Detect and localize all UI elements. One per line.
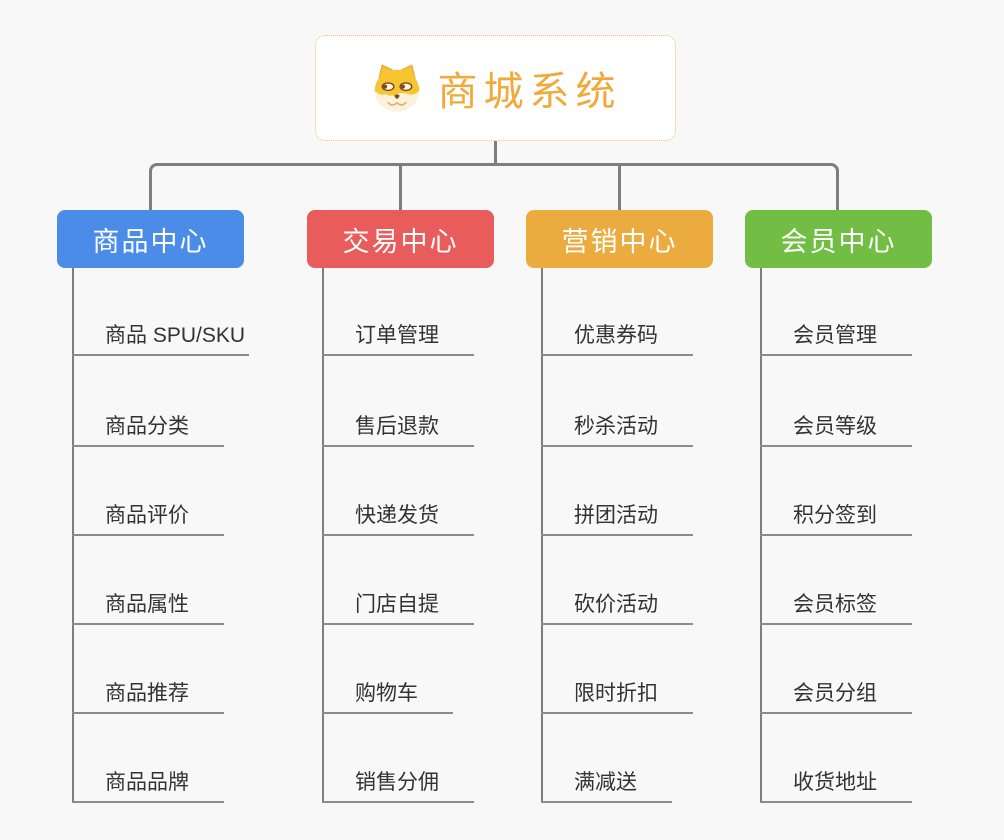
branch-node-product-center[interactable]: 商品中心 — [57, 210, 244, 268]
branch-node-member-center[interactable]: 会员中心 — [745, 210, 932, 268]
leaf-node[interactable]: 拼团活动 — [541, 503, 693, 536]
connector-drop-line — [618, 166, 621, 210]
leaf-node[interactable]: 商品分类 — [72, 414, 224, 447]
connector-root-drop-line — [494, 141, 497, 164]
leaf-node[interactable]: 砍价活动 — [541, 592, 693, 625]
leaf-node[interactable]: 商品属性 — [72, 592, 224, 625]
root-node[interactable]: 商城系统 — [315, 35, 676, 141]
branch-node-trade-center[interactable]: 交易中心 — [307, 210, 494, 268]
leaf-node[interactable]: 满减送 — [541, 770, 672, 803]
dog-face-icon — [370, 63, 424, 113]
leaf-node[interactable]: 会员管理 — [760, 323, 912, 356]
leaf-node[interactable]: 会员标签 — [760, 592, 912, 625]
leaf-node[interactable]: 会员等级 — [760, 414, 912, 447]
leaf-node[interactable]: 门店自提 — [322, 592, 474, 625]
connector-top-bar — [149, 163, 839, 210]
leaf-node[interactable]: 优惠券码 — [541, 323, 693, 356]
leaf-node[interactable]: 收货地址 — [760, 770, 912, 803]
leaf-node[interactable]: 秒杀活动 — [541, 414, 693, 447]
root-title: 商城系统 — [437, 70, 622, 114]
leaf-node[interactable]: 售后退款 — [322, 414, 474, 447]
leaf-node[interactable]: 会员分组 — [760, 681, 912, 714]
leaf-node[interactable]: 商品评价 — [72, 503, 224, 536]
leaf-node[interactable]: 销售分佣 — [322, 770, 474, 803]
leaf-node[interactable]: 商品品牌 — [72, 770, 224, 803]
leaf-node[interactable]: 商品推荐 — [72, 681, 224, 714]
leaf-node[interactable]: 商品 SPU/SKU — [72, 323, 250, 356]
leaf-node[interactable]: 积分签到 — [760, 503, 912, 536]
leaf-node[interactable]: 限时折扣 — [541, 681, 693, 714]
leaf-node[interactable]: 订单管理 — [322, 323, 474, 356]
leaf-node[interactable]: 购物车 — [322, 681, 453, 714]
connector-drop-line — [399, 166, 402, 210]
leaf-node[interactable]: 快递发货 — [322, 503, 474, 536]
branch-node-marketing-center[interactable]: 营销中心 — [526, 210, 713, 268]
